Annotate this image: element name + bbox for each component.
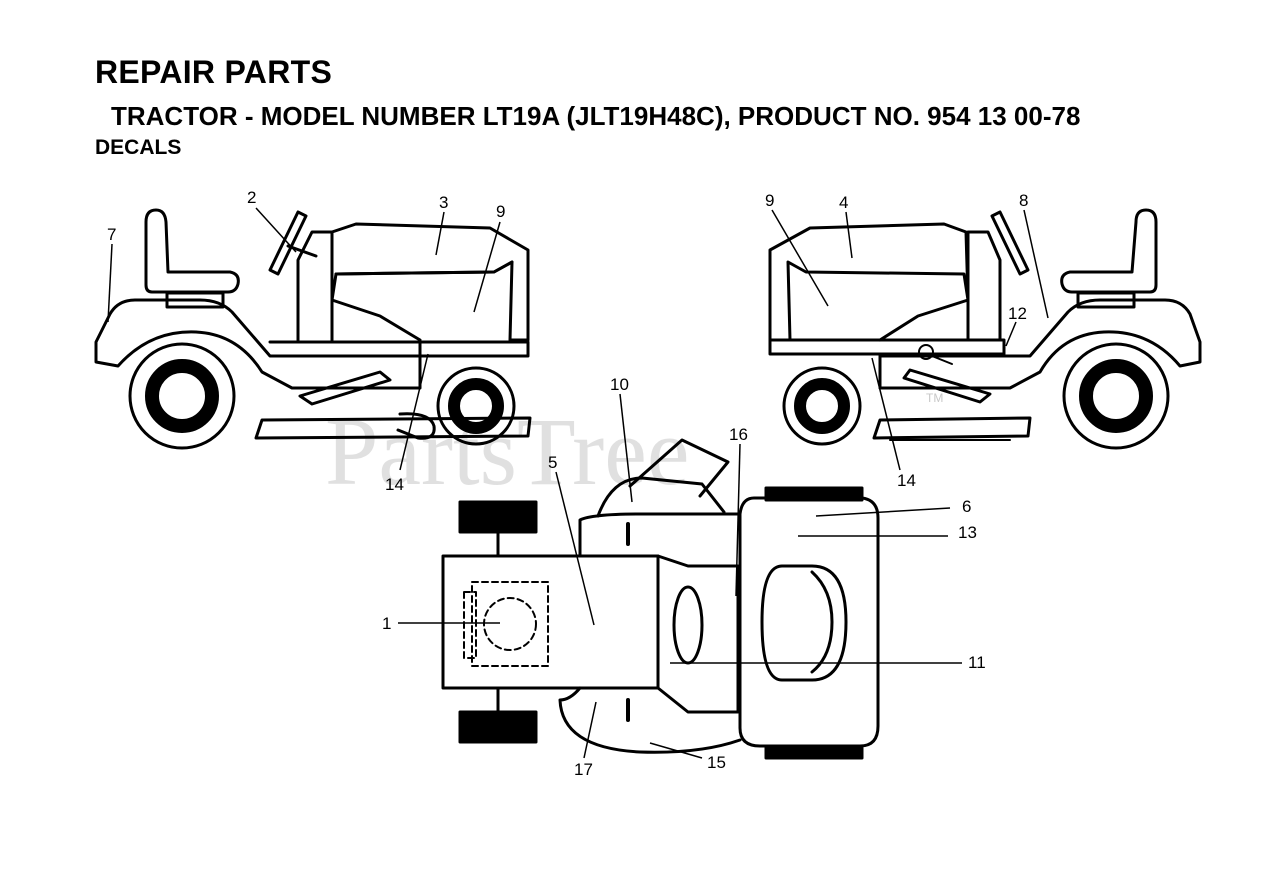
top-upper-fender <box>578 512 742 558</box>
callout-14-left: 14 <box>385 475 404 494</box>
left-dash <box>296 230 334 342</box>
right-key-shaft <box>931 355 953 365</box>
right-rear-fender <box>878 298 1202 390</box>
top-view <box>441 438 880 760</box>
page-title: REPAIR PARTS <box>95 54 333 90</box>
callout-16-top: 16 <box>729 425 748 444</box>
left-hood <box>330 222 530 342</box>
right-dash <box>966 230 1002 342</box>
right-rear-wheel <box>1062 342 1170 450</box>
right-footrest <box>902 368 992 404</box>
right-seat <box>1060 208 1158 294</box>
callout-14-right: 14 <box>897 471 916 490</box>
callout-12-right: 12 <box>1008 304 1027 323</box>
left-rear-hub <box>145 359 219 433</box>
callout-13-top: 13 <box>958 523 977 542</box>
right-side-view <box>768 208 1202 450</box>
top-seat-back <box>810 570 834 674</box>
top-engine-dashed-side <box>463 591 477 659</box>
left-steering-wheel <box>268 210 308 276</box>
callout-5-top: 5 <box>548 453 557 472</box>
callout-7-left: 7 <box>107 225 116 244</box>
right-body <box>768 338 1006 356</box>
top-lower-fender <box>558 686 742 754</box>
right-front-hub <box>794 378 850 434</box>
left-hood-panel <box>334 260 514 276</box>
left-deck-chute <box>396 412 436 440</box>
top-side-discharge <box>596 476 726 518</box>
left-body <box>418 340 530 358</box>
left-rear-fender <box>94 298 422 390</box>
section-title: DECALS <box>95 136 182 159</box>
callout-2-left: 2 <box>247 188 256 207</box>
top-front-tire-lower <box>458 710 538 744</box>
callout-9-right: 9 <box>765 191 774 210</box>
watermark-text: PartsTree <box>325 398 689 505</box>
right-rear-hub <box>1079 359 1153 433</box>
right-ignition-key <box>918 344 934 360</box>
callout-17-top: 17 <box>574 760 593 779</box>
top-front-tire-upper <box>458 500 538 534</box>
right-front-wheel <box>782 366 862 446</box>
left-footrest <box>298 370 392 406</box>
right-hood-side <box>878 298 970 342</box>
right-hood <box>768 222 970 342</box>
callout-3-left: 3 <box>439 193 448 212</box>
model-subtitle: TRACTOR - MODEL NUMBER LT19A (JLT19H48C)… <box>111 101 1081 131</box>
top-rear-tire-lower <box>764 744 864 760</box>
left-front-hub <box>448 378 504 434</box>
callout-15-top: 15 <box>707 753 726 772</box>
right-steering-wheel <box>990 210 1030 276</box>
callout-6-top: 6 <box>962 497 971 516</box>
leader-lines <box>107 207 1049 759</box>
page-header: REPAIR PARTS TRACTOR - MODEL NUMBER LT19… <box>0 0 1280 170</box>
top-steering-wheel <box>672 585 704 665</box>
callout-1-top: 1 <box>382 614 391 633</box>
callout-11-top: 11 <box>968 653 986 672</box>
top-rear-tire-upper <box>764 486 864 502</box>
left-seat <box>144 208 240 294</box>
top-dash-area <box>656 554 740 714</box>
top-chute <box>628 438 730 498</box>
callout-4-right: 4 <box>839 193 848 212</box>
left-rear-wheel <box>128 342 236 450</box>
watermark-trademark: TM <box>926 391 943 405</box>
right-mower-deck <box>872 416 1032 440</box>
top-engine-cap <box>483 597 537 651</box>
left-hood-side <box>330 298 422 342</box>
left-front-wheel <box>436 366 516 446</box>
top-seat <box>760 564 848 682</box>
callout-10-top: 10 <box>610 375 629 394</box>
left-side-view <box>94 208 532 450</box>
top-hood <box>441 554 660 690</box>
callout-9-left: 9 <box>496 202 505 221</box>
callout-8-right: 8 <box>1019 191 1028 210</box>
